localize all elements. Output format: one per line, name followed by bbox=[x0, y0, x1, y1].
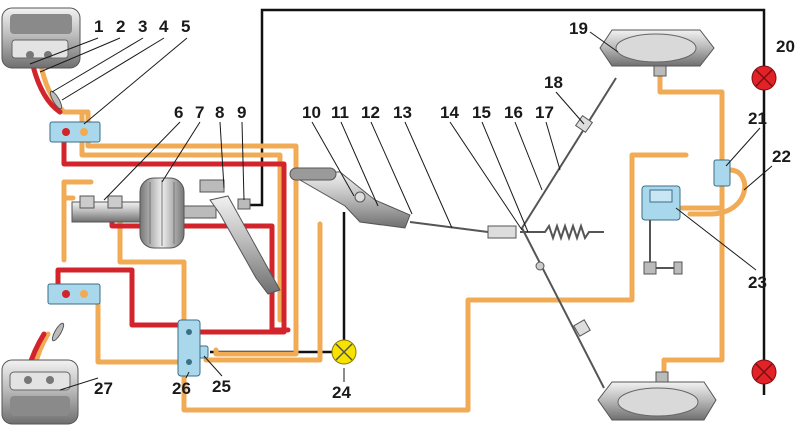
warning-wires bbox=[210, 8, 766, 395]
callout-leaders bbox=[29, 31, 773, 391]
brake-light-switch bbox=[237, 198, 251, 210]
callout-6: 6 bbox=[174, 103, 183, 122]
callout-1: 1 bbox=[94, 17, 103, 36]
callout-23: 23 bbox=[748, 273, 767, 292]
parking-brake-lever bbox=[289, 167, 411, 229]
callout-17: 17 bbox=[535, 103, 554, 122]
stop-lamp-upper bbox=[751, 65, 777, 91]
brake-pedal bbox=[199, 179, 281, 295]
callout-4: 4 bbox=[159, 17, 169, 36]
callout-19: 19 bbox=[569, 19, 588, 38]
front-right-brake-hose bbox=[51, 322, 65, 342]
callout-16: 16 bbox=[504, 103, 523, 122]
callout-27: 27 bbox=[94, 379, 113, 398]
callout-8: 8 bbox=[215, 103, 224, 122]
callout-10: 10 bbox=[302, 103, 321, 122]
front-right-tee-block bbox=[47, 283, 101, 305]
callout-21: 21 bbox=[748, 109, 767, 128]
rear-right-brake-drum bbox=[599, 29, 715, 77]
callout-labels: 1 2 3 4 5 6 7 8 9 10 11 12 13 14 15 16 1… bbox=[94, 17, 795, 402]
stop-lamp-lower bbox=[751, 359, 777, 385]
callout-13: 13 bbox=[393, 103, 412, 122]
return-spring bbox=[520, 222, 604, 242]
warning-lamp-yellow bbox=[331, 339, 357, 365]
callout-7: 7 bbox=[195, 103, 204, 122]
pressure-regulator bbox=[641, 185, 683, 275]
callout-15: 15 bbox=[472, 103, 491, 122]
front-left-tee-block bbox=[49, 121, 101, 143]
callout-9: 9 bbox=[237, 103, 246, 122]
rear-left-brake-drum bbox=[597, 371, 717, 421]
callout-2: 2 bbox=[116, 17, 125, 36]
rear-tee-fitting bbox=[713, 159, 731, 187]
front-right-brake-caliper bbox=[1, 359, 79, 425]
callout-22: 22 bbox=[772, 147, 791, 166]
four-way-tee-fitting bbox=[177, 319, 201, 377]
callout-20: 20 bbox=[776, 37, 795, 56]
front-circuit-pipes bbox=[25, 63, 291, 373]
callout-11: 11 bbox=[331, 103, 349, 122]
callout-14: 14 bbox=[440, 103, 459, 122]
front-left-brake-hose bbox=[49, 90, 63, 110]
callout-5: 5 bbox=[181, 17, 190, 36]
front-left-brake-caliper bbox=[1, 7, 81, 69]
callout-3: 3 bbox=[138, 17, 147, 36]
callout-26: 26 bbox=[172, 379, 191, 398]
callout-24: 24 bbox=[332, 383, 351, 402]
front-cable bbox=[409, 221, 517, 239]
callout-18: 18 bbox=[544, 73, 563, 92]
callout-12: 12 bbox=[361, 103, 380, 122]
vacuum-booster bbox=[139, 177, 217, 249]
callout-25: 25 bbox=[212, 377, 231, 396]
